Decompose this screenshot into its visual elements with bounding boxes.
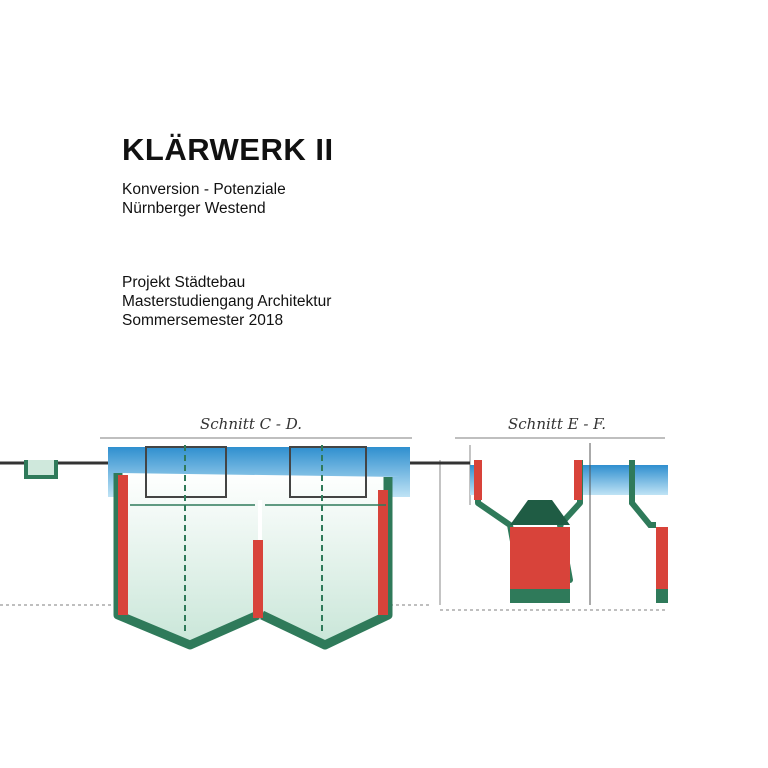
section-cd-label: Schnitt C - D. <box>200 415 302 433</box>
section-ef-label: Schnitt E - F. <box>508 415 606 433</box>
subtitle-block: Konversion - Potenziale Nürnberger Weste… <box>122 180 286 218</box>
project-line: Sommersemester 2018 <box>122 312 284 329</box>
small-channel <box>24 460 58 479</box>
tank-group-cd <box>108 445 410 650</box>
project-line: Projekt Städtebau <box>122 274 246 291</box>
tank-group-ef <box>470 443 668 605</box>
section-drawing: Schnitt C - D. Schnitt E - F. <box>0 415 668 650</box>
project-info-block: Projekt Städtebau Masterstudiengang Arch… <box>122 273 331 330</box>
subtitle-line: Nürnberger Westend <box>122 200 266 217</box>
page-title: KLÄRWERK II <box>122 132 334 167</box>
project-line: Masterstudiengang Architektur <box>122 293 332 310</box>
subtitle-line: Konversion - Potenziale <box>122 181 286 198</box>
